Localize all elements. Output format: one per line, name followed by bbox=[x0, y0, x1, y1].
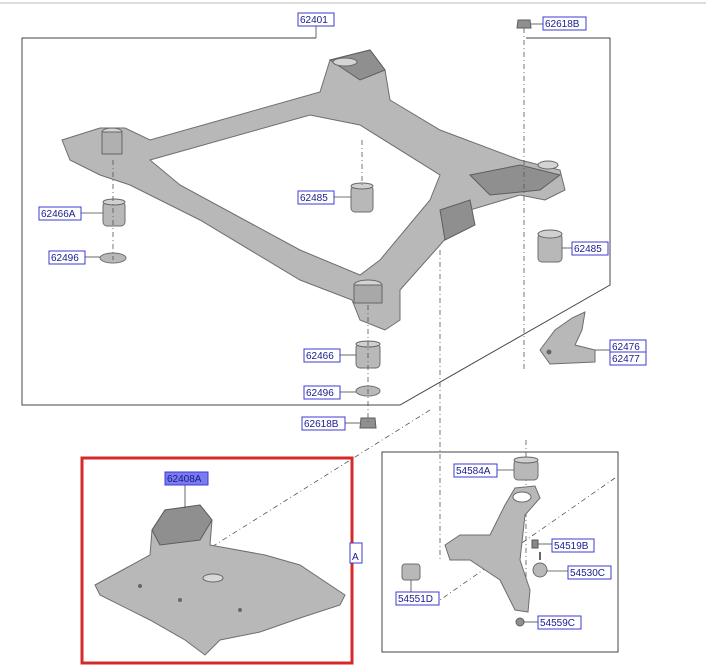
label-54551d[interactable]: 54551D bbox=[395, 591, 440, 606]
svg-text:62496: 62496 bbox=[51, 253, 79, 264]
lower-arm-group-box bbox=[381, 451, 619, 653]
label-62466[interactable]: 62466 bbox=[303, 348, 341, 363]
svg-text:62466A: 62466A bbox=[41, 209, 76, 220]
bushing-62466a bbox=[102, 198, 126, 227]
label-54519b[interactable]: 54519B bbox=[551, 538, 595, 553]
bushing-62485-mid bbox=[350, 182, 374, 213]
bushing-54551d bbox=[401, 563, 421, 581]
svg-text:62496: 62496 bbox=[306, 388, 334, 399]
label-62496-top[interactable]: 62496 bbox=[48, 250, 86, 265]
svg-text:54559C: 54559C bbox=[540, 618, 575, 629]
bushing-62485-right bbox=[537, 229, 563, 263]
label-62476[interactable]: 62476 bbox=[609, 339, 647, 354]
label-62618b-bottom[interactable]: 62618B bbox=[301, 416, 346, 431]
label-62477[interactable]: 62477 bbox=[609, 351, 647, 366]
link-line-shield bbox=[209, 409, 431, 549]
svg-text:62618B: 62618B bbox=[304, 419, 339, 430]
label-54584a[interactable]: 54584A bbox=[453, 463, 498, 478]
label-62401[interactable]: 62401 bbox=[297, 12, 335, 27]
svg-text:A: A bbox=[352, 552, 359, 563]
label-62496-bottom[interactable]: 62496 bbox=[303, 385, 341, 400]
label-62485-right[interactable]: 62485 bbox=[571, 241, 609, 256]
label-62408a[interactable]: 62408A bbox=[164, 471, 209, 486]
svg-text:62408A: 62408A bbox=[167, 474, 202, 485]
subframe-crossmember-drawing bbox=[61, 49, 566, 331]
ball-joint-54530c bbox=[532, 552, 548, 578]
label-54530c[interactable]: 54530C bbox=[567, 565, 612, 580]
label-54559c[interactable]: 54559C bbox=[537, 615, 582, 630]
svg-text:54584A: 54584A bbox=[456, 466, 491, 477]
under-cover-62408a bbox=[94, 504, 346, 656]
lower-control-arm bbox=[444, 485, 541, 613]
svg-text:62618B: 62618B bbox=[545, 19, 580, 30]
nut-62618b-bottom bbox=[359, 417, 377, 429]
svg-text:62476: 62476 bbox=[612, 342, 640, 353]
nut-62618b-top bbox=[516, 19, 532, 29]
bushing-54584a bbox=[513, 456, 539, 481]
label-ref-a[interactable]: A bbox=[349, 542, 363, 564]
svg-text:62477: 62477 bbox=[612, 354, 640, 365]
svg-text:54519B: 54519B bbox=[554, 541, 589, 552]
label-62485-mid[interactable]: 62485 bbox=[297, 190, 335, 205]
svg-text:54551D: 54551D bbox=[398, 594, 433, 605]
label-62466a[interactable]: 62466A bbox=[38, 206, 82, 221]
bolt-54519b bbox=[531, 539, 539, 549]
svg-text:62485: 62485 bbox=[574, 244, 602, 255]
svg-text:62485: 62485 bbox=[300, 193, 328, 204]
subframe-group-boundary bbox=[21, 37, 611, 406]
label-62618b-top[interactable]: 62618B bbox=[542, 16, 587, 31]
bracket-62476-62477 bbox=[539, 311, 596, 365]
svg-text:62401: 62401 bbox=[300, 15, 328, 26]
svg-text:54530C: 54530C bbox=[570, 568, 605, 579]
nut-54559c bbox=[515, 617, 525, 627]
svg-text:62466: 62466 bbox=[306, 351, 334, 362]
